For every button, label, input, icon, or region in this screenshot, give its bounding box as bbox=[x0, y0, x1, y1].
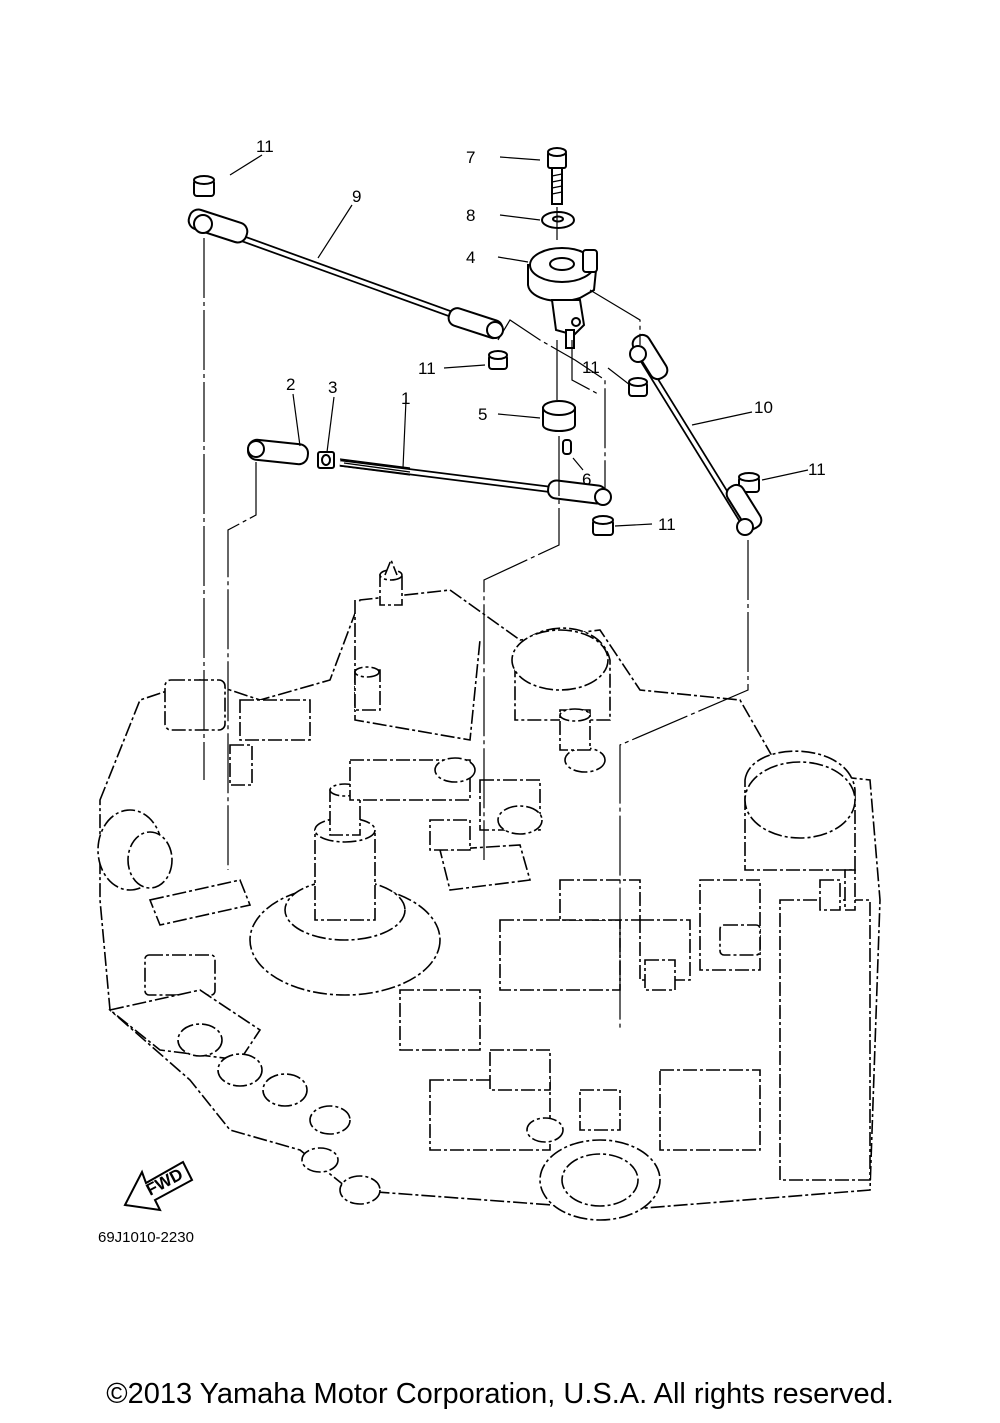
callout-9: 9 bbox=[352, 187, 361, 206]
part-10-link-rod bbox=[629, 333, 763, 536]
callout-11-right-upper: 11 bbox=[582, 358, 600, 377]
callout-2: 2 bbox=[286, 375, 295, 394]
part-7-bolt bbox=[547, 147, 567, 205]
part-11-nut-c bbox=[628, 377, 648, 397]
callout-11-top-left: 11 bbox=[256, 137, 274, 156]
part-3-nut bbox=[317, 451, 335, 469]
fwd-arrow-icon: FWD bbox=[123, 1160, 194, 1212]
part-1-rod bbox=[339, 458, 612, 506]
part-4-lever bbox=[527, 247, 598, 349]
part-11-nut-a bbox=[193, 175, 215, 197]
part-11-nut-e bbox=[592, 515, 614, 536]
part-6-pin bbox=[562, 439, 572, 455]
callout-labels: 11 9 7 8 4 11 11 2 3 1 5 10 6 11 11 bbox=[256, 137, 826, 534]
callout-11-far-right: 11 bbox=[808, 460, 826, 479]
callout-10: 10 bbox=[754, 398, 773, 417]
reference-code: 69J1010-2230 bbox=[98, 1229, 194, 1246]
part-9-link-rod bbox=[187, 208, 504, 340]
callout-1: 1 bbox=[401, 389, 410, 408]
callout-11-middle: 11 bbox=[418, 359, 436, 378]
part-2-rod-end bbox=[247, 438, 309, 466]
copyright-footer: ©2013 Yamaha Motor Corporation, U.S.A. A… bbox=[106, 1378, 894, 1410]
callout-7: 7 bbox=[466, 148, 475, 167]
part-8-washer bbox=[541, 211, 575, 229]
engine-block bbox=[97, 557, 881, 1221]
callout-3: 3 bbox=[328, 378, 337, 397]
callout-11-lower: 11 bbox=[658, 515, 676, 534]
leader-lines bbox=[203, 154, 809, 1030]
callout-8: 8 bbox=[466, 206, 475, 225]
part-11-nut-b bbox=[488, 350, 508, 370]
callout-5: 5 bbox=[478, 405, 487, 424]
callout-4: 4 bbox=[466, 248, 475, 267]
callout-6: 6 bbox=[582, 470, 591, 489]
part-5-collar bbox=[542, 400, 576, 432]
